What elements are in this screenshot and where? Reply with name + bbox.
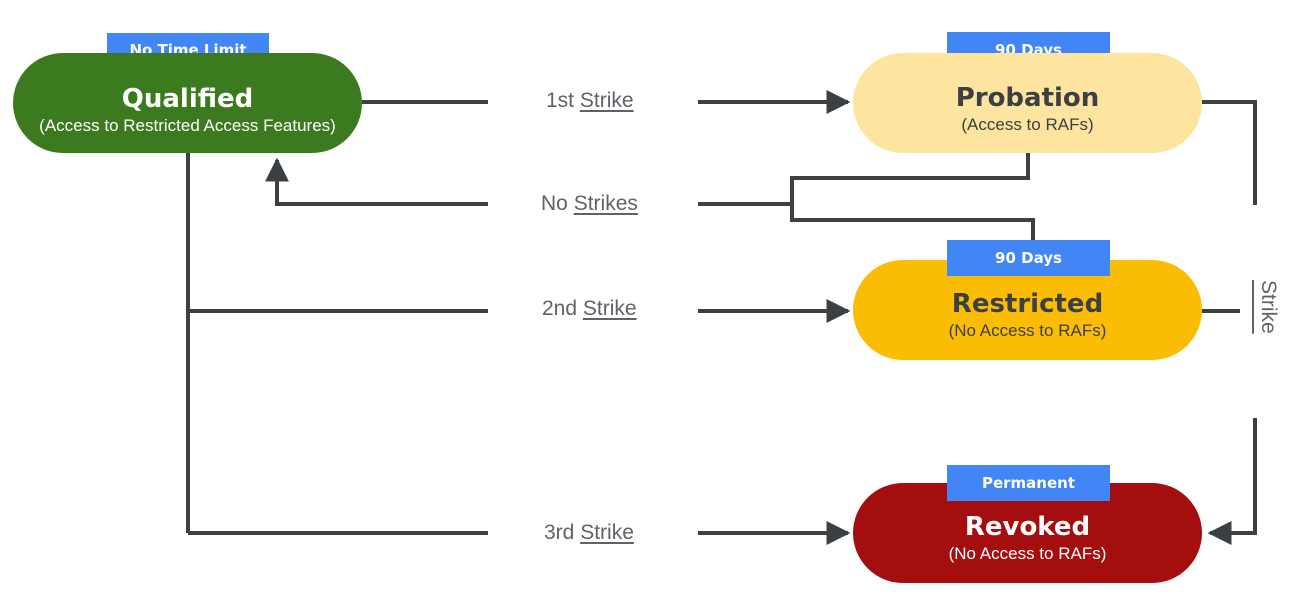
probation-node: Probation (Access to RAFs) <box>853 53 1202 153</box>
no-strikes-word: Strikes <box>573 192 638 215</box>
connector-no-strikes-to-qualified <box>265 157 488 206</box>
connector-probation-to-no-strikes <box>790 152 1030 204</box>
revoked-subtitle: (No Access to RAFs) <box>948 544 1107 563</box>
second-strike-prefix: 2nd <box>542 297 578 320</box>
third-strike-word: Strike <box>580 521 634 544</box>
connector-right-rail-to-revoked <box>1207 418 1257 545</box>
second-strike-label: 2nd Strike <box>542 297 637 321</box>
no-strikes-label: No Strikes <box>541 192 638 216</box>
third-strike-prefix: 3rd <box>544 521 575 544</box>
probation-title: Probation <box>955 83 1100 113</box>
first-strike-prefix: 1st <box>546 89 575 112</box>
first-strike-label: 1st Strike <box>546 89 634 113</box>
qualified-node: Qualified (Access to Restricted Access F… <box>13 53 362 153</box>
revoked-time-badge: Permanent <box>947 465 1110 501</box>
no-strikes-prefix: No <box>541 192 568 215</box>
strike-vertical-label: Strike <box>1257 280 1280 334</box>
restricted-title: Restricted <box>951 289 1104 319</box>
second-strike-word: Strike <box>582 297 637 320</box>
revoked-title: Revoked <box>964 512 1091 542</box>
restricted-subtitle: (No Access to RAFs) <box>948 321 1107 340</box>
connector-probation-to-right-rail <box>1202 100 1257 205</box>
first-strike-word: Strike <box>579 89 634 112</box>
qualified-title: Qualified <box>121 84 254 114</box>
qualified-subtitle: (Access to Restricted Access Features) <box>39 116 336 135</box>
third-strike-label: 3rd Strike <box>544 521 634 545</box>
connector-restricted-to-no-strikes <box>790 204 1035 242</box>
probation-subtitle: (Access to RAFs) <box>961 115 1094 134</box>
restricted-time-badge: 90 Days <box>947 240 1110 276</box>
restricted-node: Restricted (No Access to RAFs) <box>853 260 1202 360</box>
